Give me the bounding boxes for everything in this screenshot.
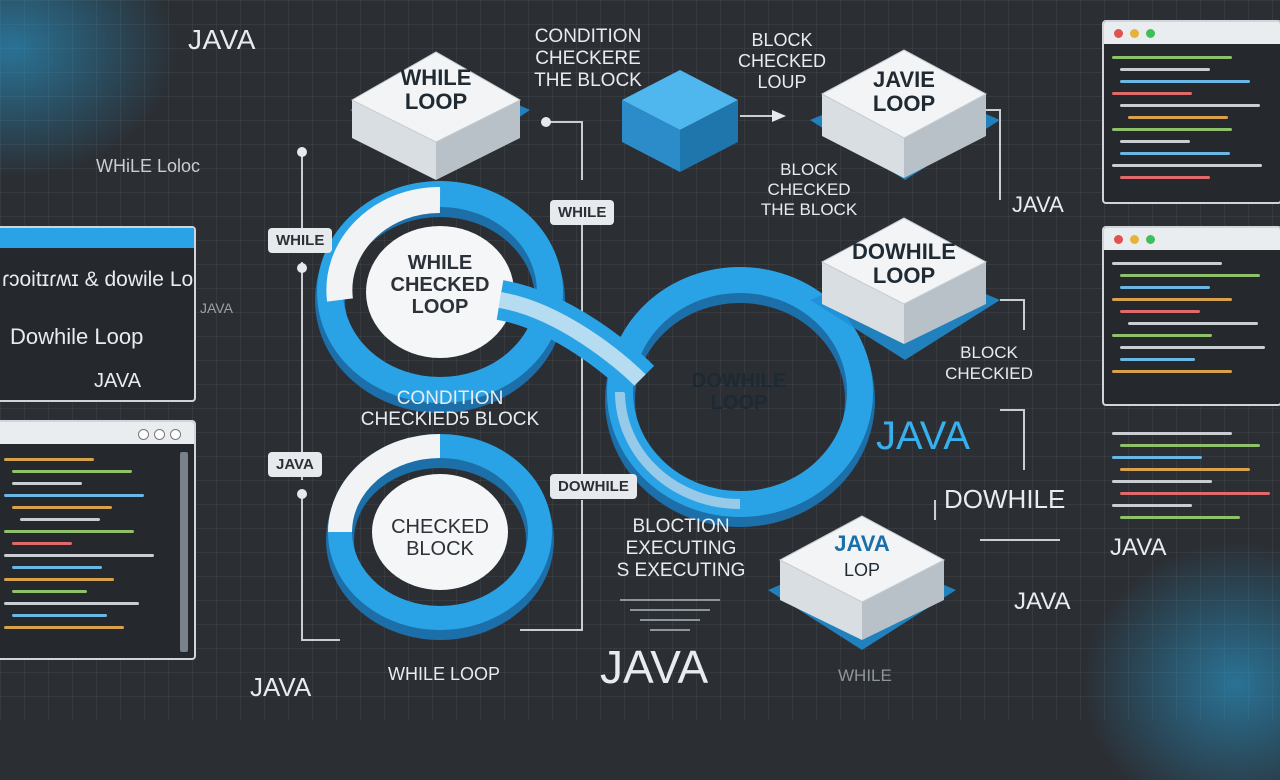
cube-label-lop: LOP [843,560,881,580]
decorative-lines [620,599,720,631]
tag-java: JAVA [268,452,322,477]
caption-while-loop-bottom: WHILE LOOP [388,664,501,684]
right-code-lines [1104,428,1280,538]
caption-condition-checker: CONDITION CHECKERE THE BLOCK [534,26,642,91]
arrow-icon [772,110,786,122]
window-titlebar [1104,228,1280,250]
panel-line-1: ɾɔoitɪɾʍɪ & dowile Loop [2,268,196,291]
close-icon [1114,29,1123,38]
ring-label-dowhile-loop: DOWHILE LOOP [691,370,787,414]
close-icon [1114,235,1123,244]
caption-block-checked: BLOCK CHECKED LOUP [737,30,826,92]
java-title-bottom: JAVA [600,641,709,693]
caption-condition-checked-block: CONDITION CHECKIED5 BLOCK [360,388,540,430]
panel-line-2: Dowhile Loop [10,324,144,349]
java-label-left-small: JAVA [200,300,233,316]
blue-wave-decoration-top-left [0,0,180,180]
ring-label-checked-block: CHECKED BLOCK [391,516,489,560]
cube-while-loop [350,51,530,180]
java-label-right-top: JAVA [1012,192,1064,217]
java-label-right-bottom: JAVA [1014,588,1071,615]
tag-while-mid: WHILE [550,200,615,225]
right-code-window-middle [1102,226,1280,406]
maximize-icon [1146,29,1155,38]
cube-label-while-loop: WHILE LOOP [400,65,472,114]
window-titlebar [1104,22,1280,44]
window-button [154,429,165,440]
cube-label-javie-loop: JAVIE LOOP [872,67,936,116]
tag-dowhile: DOWHILE [550,474,637,499]
tag-while-left: WHILE [268,228,333,253]
cube-label-dowhile-loop: DOWHILE LOOP [852,239,956,288]
maximize-icon [1146,235,1155,244]
java-label-top-left: JAVA [188,24,256,55]
java-label-right-big: JAVA [876,414,971,458]
minimize-icon [1130,29,1139,38]
cube-block-blue [622,70,738,172]
java-label-far-right: JAVA [1110,534,1167,561]
window-scrollbar [180,452,188,652]
left-code-panel: ɾɔoitɪɾʍɪ & dowile Loop Dowhile Loop JAV… [0,226,196,402]
caption-bloction-executing: BLOCTION EXECUTING S EXECUTING [616,516,746,581]
caption-block-checkied: BLOCK CHECKIED [945,343,1033,383]
window-titlebar [0,422,194,444]
caption-while-bottom-right: WHILE [838,666,892,685]
window-button [170,429,181,440]
infinity-ring [315,181,875,640]
panel-titlebar [0,228,194,248]
while-loop-label-left: WHiLE Loloc [96,156,201,176]
cube-dowhile-loop [810,217,1000,360]
cube-java-lop [768,515,956,650]
window-button [138,429,149,440]
ring-label-while-checked-loop: WHILE CHECKED LOOP [390,252,490,318]
right-code-window-top [1102,20,1280,204]
cube-label-java: JAVA [834,531,890,556]
java-label-bottom-left: JAVA [250,672,312,702]
caption-block-checked-the-block: BLOCK CHECKED THE BLOCK [760,160,858,219]
left-code-window [0,420,196,660]
minimize-icon [1130,235,1139,244]
cube-javie-loop [810,49,1000,180]
dowhile-label-right: DOWHILE [944,484,1066,514]
panel-line-3: JAVA [94,370,142,392]
loop-diagram [297,49,1060,650]
